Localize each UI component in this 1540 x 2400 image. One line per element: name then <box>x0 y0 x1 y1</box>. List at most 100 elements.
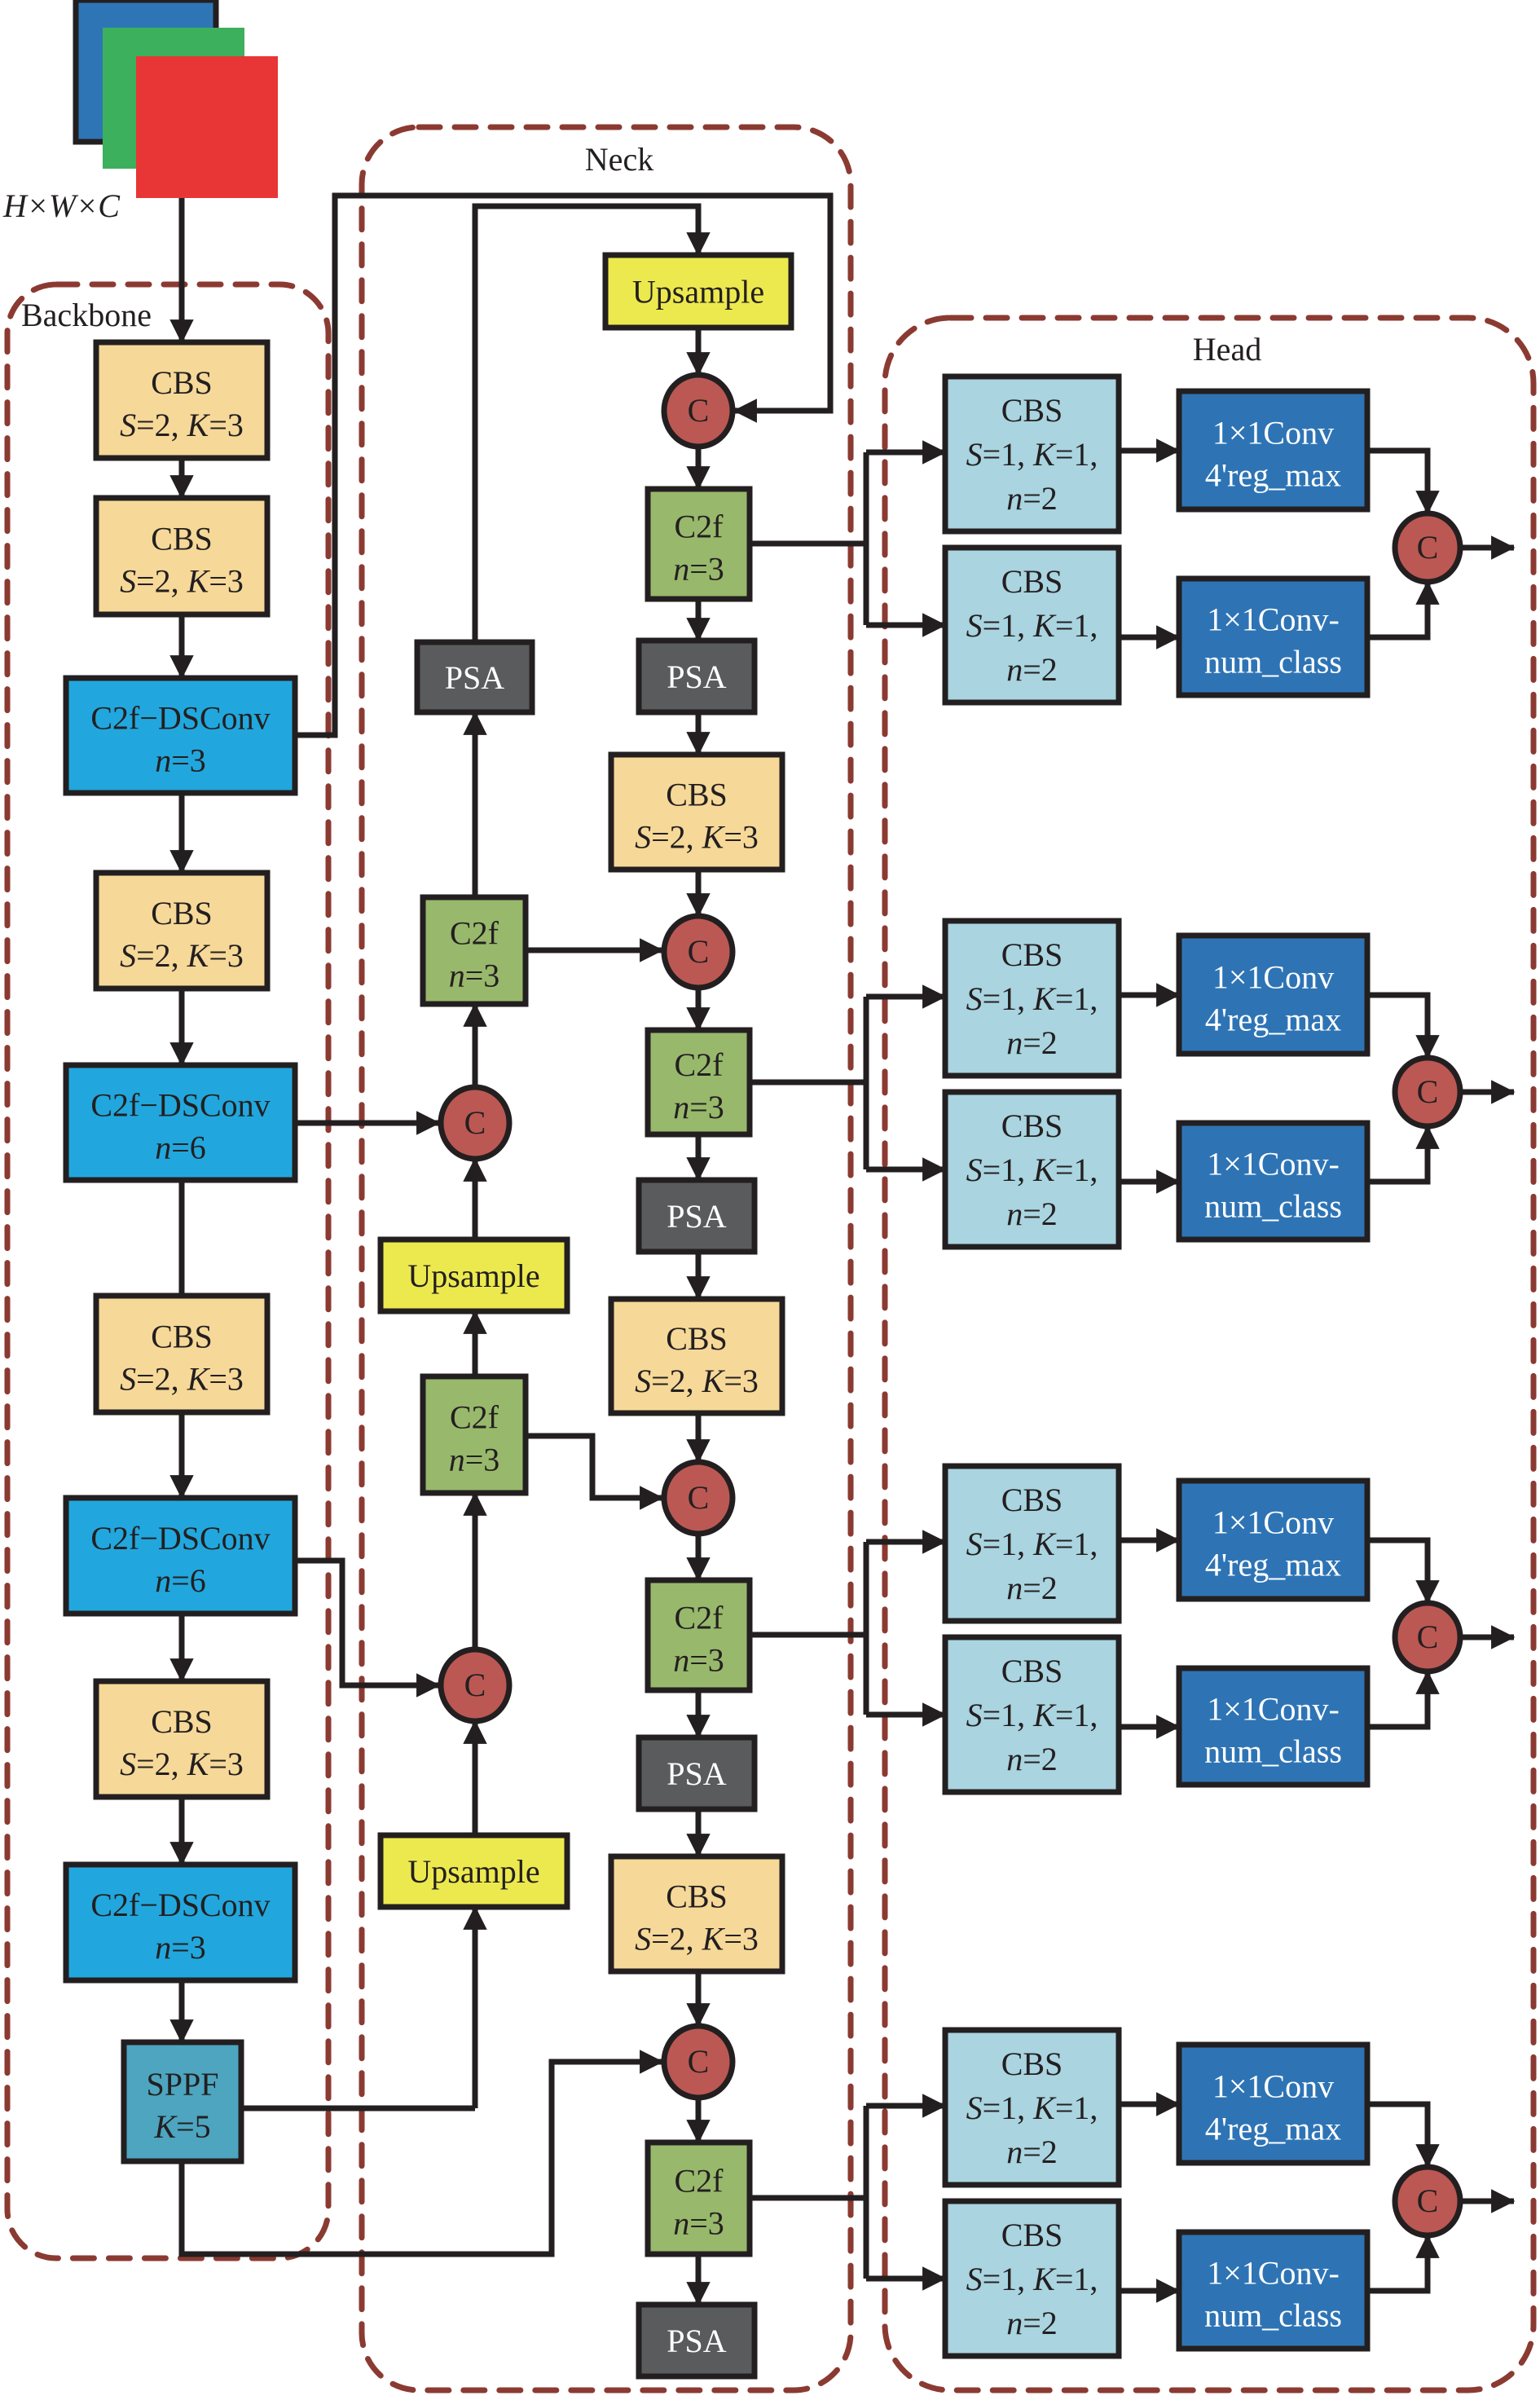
node-param: S=2, K=3 <box>120 1361 244 1398</box>
node-title: CBS <box>1001 1653 1063 1689</box>
input-image: H×W×C <box>2 0 278 224</box>
neck-right-psa-3-shape <box>636 1734 758 1812</box>
node-param: n=3 <box>155 742 206 779</box>
head-block-1-conv-cls-shape <box>1176 575 1371 698</box>
head-block-4-conv-reg-shape <box>1176 2041 1371 2166</box>
neck-group-border <box>359 124 854 2393</box>
node-title: CBS <box>151 895 213 931</box>
node-param: S=2, K=3 <box>635 819 759 856</box>
backbone-cbs-2-shape <box>93 495 271 618</box>
neck-left-concat-1[interactable]: C <box>438 1084 513 1162</box>
head-block-4-concat[interactable]: C <box>1392 2164 1463 2239</box>
neck-right-concat-2[interactable]: C <box>661 913 736 991</box>
node-param: n=2 <box>1006 1196 1058 1232</box>
node-title: CBS <box>1001 2217 1063 2253</box>
node-param: n=3 <box>449 958 500 994</box>
concat-circle <box>661 1459 736 1537</box>
group-borders <box>4 124 1537 2393</box>
neck-right-concat-3[interactable]: C <box>661 1459 736 1537</box>
node-title: CBS <box>1001 392 1063 429</box>
head-block-4-conv-cls[interactable]: 1×1Conv-num_class <box>1176 2229 1371 2352</box>
neck-right-psa-4[interactable]: PSA <box>636 2301 758 2380</box>
neck-left-psa[interactable]: PSA <box>414 639 535 716</box>
arrow-connection <box>526 1433 664 1510</box>
connection-wires <box>169 192 1516 2306</box>
neck-left-c2f-1-shape <box>420 894 529 1007</box>
neck-left-c2f-2-shape <box>420 1373 529 1496</box>
head-block-2-concat[interactable]: C <box>1392 1055 1463 1130</box>
head-block-2-conv-reg[interactable]: 1×1Conv 4'reg_max <box>1176 932 1371 1057</box>
node-title: CBS <box>151 1703 213 1740</box>
head-block-1-conv-cls[interactable]: 1×1Conv-num_class <box>1176 575 1371 698</box>
arrow-connection <box>1367 2234 1440 2294</box>
head-block-4-cbs-top-shape <box>942 2027 1122 2188</box>
input-channel-red <box>136 56 278 198</box>
backbone-cbs-8-shape <box>93 1678 271 1800</box>
node-title: C2f <box>450 915 499 952</box>
node-title: 1×1Conv <box>1212 959 1334 996</box>
head-block-3-conv-cls[interactable]: 1×1Conv-num_class <box>1176 1665 1371 1788</box>
node-param: num_class <box>1204 644 1342 680</box>
node-param: S=2, K=3 <box>635 1921 759 1957</box>
node-title: CBS <box>151 521 213 557</box>
backbone-label: Backbone <box>21 297 152 333</box>
neck-left-upsample-2[interactable]: Upsample <box>377 1832 570 1910</box>
neck-right-psa-2[interactable]: PSA <box>636 1177 758 1255</box>
head-block-3-concat[interactable]: C <box>1392 1600 1463 1675</box>
neck-right-concat-1[interactable]: C <box>661 372 736 450</box>
head-block-2-conv-cls[interactable]: 1×1Conv-num_class <box>1176 1120 1371 1243</box>
backbone-c2f-dsconv-9-shape <box>63 1861 298 1984</box>
head-block-1-concat[interactable]: C <box>1392 510 1463 585</box>
neck-right-concat-4[interactable]: C <box>661 2023 736 2101</box>
node-param: 4'reg_max <box>1205 1002 1341 1038</box>
node-param: S=1, K=1, <box>966 2090 1098 2126</box>
neck-right-psa-3[interactable]: PSA <box>636 1734 758 1812</box>
neck-right-upsample[interactable]: Upsample <box>602 252 794 331</box>
backbone-cbs-2[interactable]: CBS S=2, K=3 <box>93 495 271 618</box>
node-title: C2f <box>675 1046 724 1083</box>
backbone-cbs-1-shape <box>93 339 271 461</box>
backbone-sppf-10-shape <box>121 2039 244 2164</box>
head-block-4-conv-cls-shape <box>1176 2229 1371 2352</box>
node-title: PSA <box>667 1198 726 1235</box>
neck-left-upsample-1[interactable]: Upsample <box>377 1236 570 1314</box>
node-title: C2f <box>450 1399 499 1436</box>
neck-right-cbs-1-shape <box>608 751 785 873</box>
node-title: 1×1Conv <box>1212 1504 1334 1541</box>
neck-right-psa-1[interactable]: PSA <box>636 637 758 716</box>
head-block-4-cbs-bottom-shape <box>942 2198 1122 2359</box>
neck-left-concat-2[interactable]: C <box>438 1646 513 1724</box>
node-param: S=2, K=3 <box>120 563 244 600</box>
node-param: n=2 <box>1006 2134 1058 2170</box>
neck-right-psa-2-shape <box>636 1177 758 1255</box>
